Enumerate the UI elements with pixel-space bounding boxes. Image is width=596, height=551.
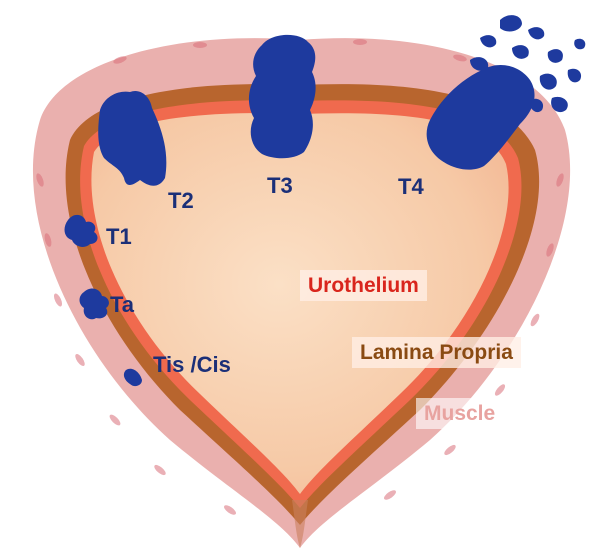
label-muscle: Muscle: [416, 398, 503, 429]
label-urothelium: Urothelium: [300, 270, 427, 301]
label-t4: T4: [398, 176, 424, 198]
label-lamina-propria: Lamina Propria: [352, 337, 521, 368]
label-ta: Ta: [110, 294, 134, 316]
label-t3: T3: [267, 175, 293, 197]
tumor-t3: [249, 35, 316, 158]
label-tis-cis: Tis /Cis: [153, 354, 231, 376]
label-t2: T2: [168, 190, 194, 212]
label-t1: T1: [106, 226, 132, 248]
